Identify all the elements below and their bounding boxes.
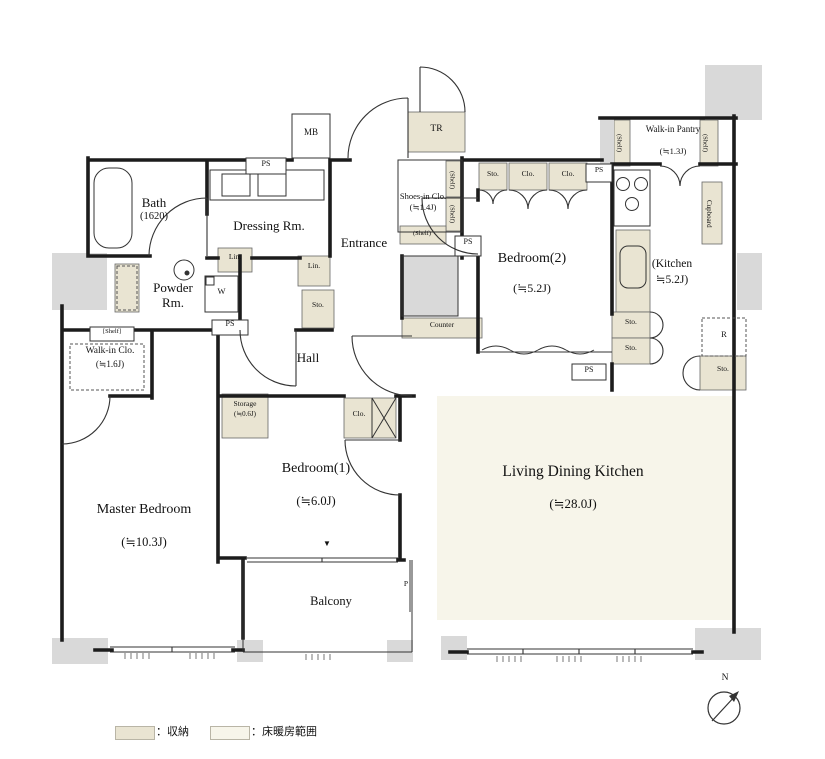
washer-label: W: [217, 286, 226, 296]
legend-storage-text: ：収納: [156, 725, 189, 738]
shelf-label: (Shelf): [448, 204, 456, 224]
shelf-label: (Shelf): [615, 133, 623, 153]
storage-label: Sto.: [312, 300, 324, 309]
fixtures: [89, 113, 651, 653]
storage-areas: [114, 111, 747, 439]
windows: [110, 557, 693, 655]
floor-heating-area: [437, 396, 733, 620]
kitchen-name: (Kitchen: [651, 258, 693, 270]
door-arcs: [61, 66, 701, 496]
master-bedroom-size: (≒10.3J): [121, 535, 167, 549]
compass-icon: [707, 691, 741, 725]
closet-label: Clo.: [352, 409, 366, 418]
linen-label: Lin.: [228, 252, 242, 261]
ps-label: PS: [463, 237, 473, 246]
pillars: [52, 65, 762, 664]
storage-label: Sto.: [625, 317, 637, 326]
legend-floor-heating-swatch: [210, 726, 250, 740]
linen-label: Lin.: [307, 261, 321, 270]
powder-room-name: Powder: [153, 280, 193, 295]
shelf-label: (Shelf): [412, 230, 432, 237]
bedroom1-size: (≒6.0J): [296, 494, 336, 508]
bedroom2-size: (≒5.2J): [513, 281, 551, 295]
bedroom2-name: Bedroom(2): [497, 251, 567, 266]
legend-storage-swatch: [115, 726, 155, 740]
kitchen-size: ≒5.2J): [655, 274, 689, 286]
partition-label: P: [403, 579, 409, 588]
balcony-name: Balcony: [310, 594, 352, 608]
walk-in-closet-size: (≒1.6J): [95, 359, 125, 369]
walk-in-closet-name: Walk-in Clo.: [85, 346, 135, 356]
walk-in-pantry-size: (≒1.3J): [659, 146, 687, 156]
dressing-room-name: Dressing Rm.: [233, 218, 305, 233]
walk-in-pantry-name: Walk-in Pantry: [645, 124, 701, 134]
tr-label: TR: [430, 124, 443, 134]
storage-label: Sto.: [487, 169, 499, 178]
storage-label: Sto.: [625, 343, 637, 352]
bath-name: Bath: [141, 195, 167, 210]
storage-room-name: Storage: [233, 399, 257, 408]
storage-label: Sto.: [717, 364, 729, 373]
master-bedroom-name: Master Bedroom: [96, 502, 192, 517]
shelf-label: (Shelf): [448, 170, 456, 190]
dashed-elements: [69, 265, 747, 391]
shelf-label: (Shelf): [701, 133, 709, 153]
shoes-in-closet-size: (≒1.4J): [409, 202, 437, 212]
ps-label: PS: [594, 165, 604, 174]
ps-label: PS: [261, 159, 271, 168]
shelf-bracket-label: [Shelf]: [102, 328, 122, 335]
ps-label: PS: [584, 365, 594, 374]
legend-floor-heating-text: ：床暖房範囲: [251, 725, 317, 738]
storage-room-size: (≒0.6J): [233, 410, 256, 418]
hall-name: Hall: [296, 350, 320, 365]
bedroom1-name: Bedroom(1): [281, 461, 351, 476]
ps-label: PS: [225, 319, 235, 328]
shoes-in-closet-name: Shoes-in Clo.: [399, 191, 447, 201]
cupboard-label: Cupboard: [704, 200, 713, 228]
ldk-name: Living Dining Kitchen: [502, 463, 644, 480]
entrance-name: Entrance: [340, 235, 388, 250]
powder-room-name2: Rm.: [161, 295, 185, 310]
mb-label: MB: [303, 127, 318, 137]
refrigerator-label: R: [721, 329, 727, 339]
compass-north-label: N: [721, 673, 729, 683]
ldk-size: (≒28.0J): [549, 496, 597, 511]
entry-marker-icon: ▼: [323, 539, 331, 548]
bath-size: (1620): [140, 211, 168, 222]
closet-label: Clo.: [521, 169, 535, 178]
closet-label: Clo.: [561, 169, 575, 178]
vent-ticks: [124, 653, 642, 662]
counter-label: Counter: [429, 320, 455, 329]
